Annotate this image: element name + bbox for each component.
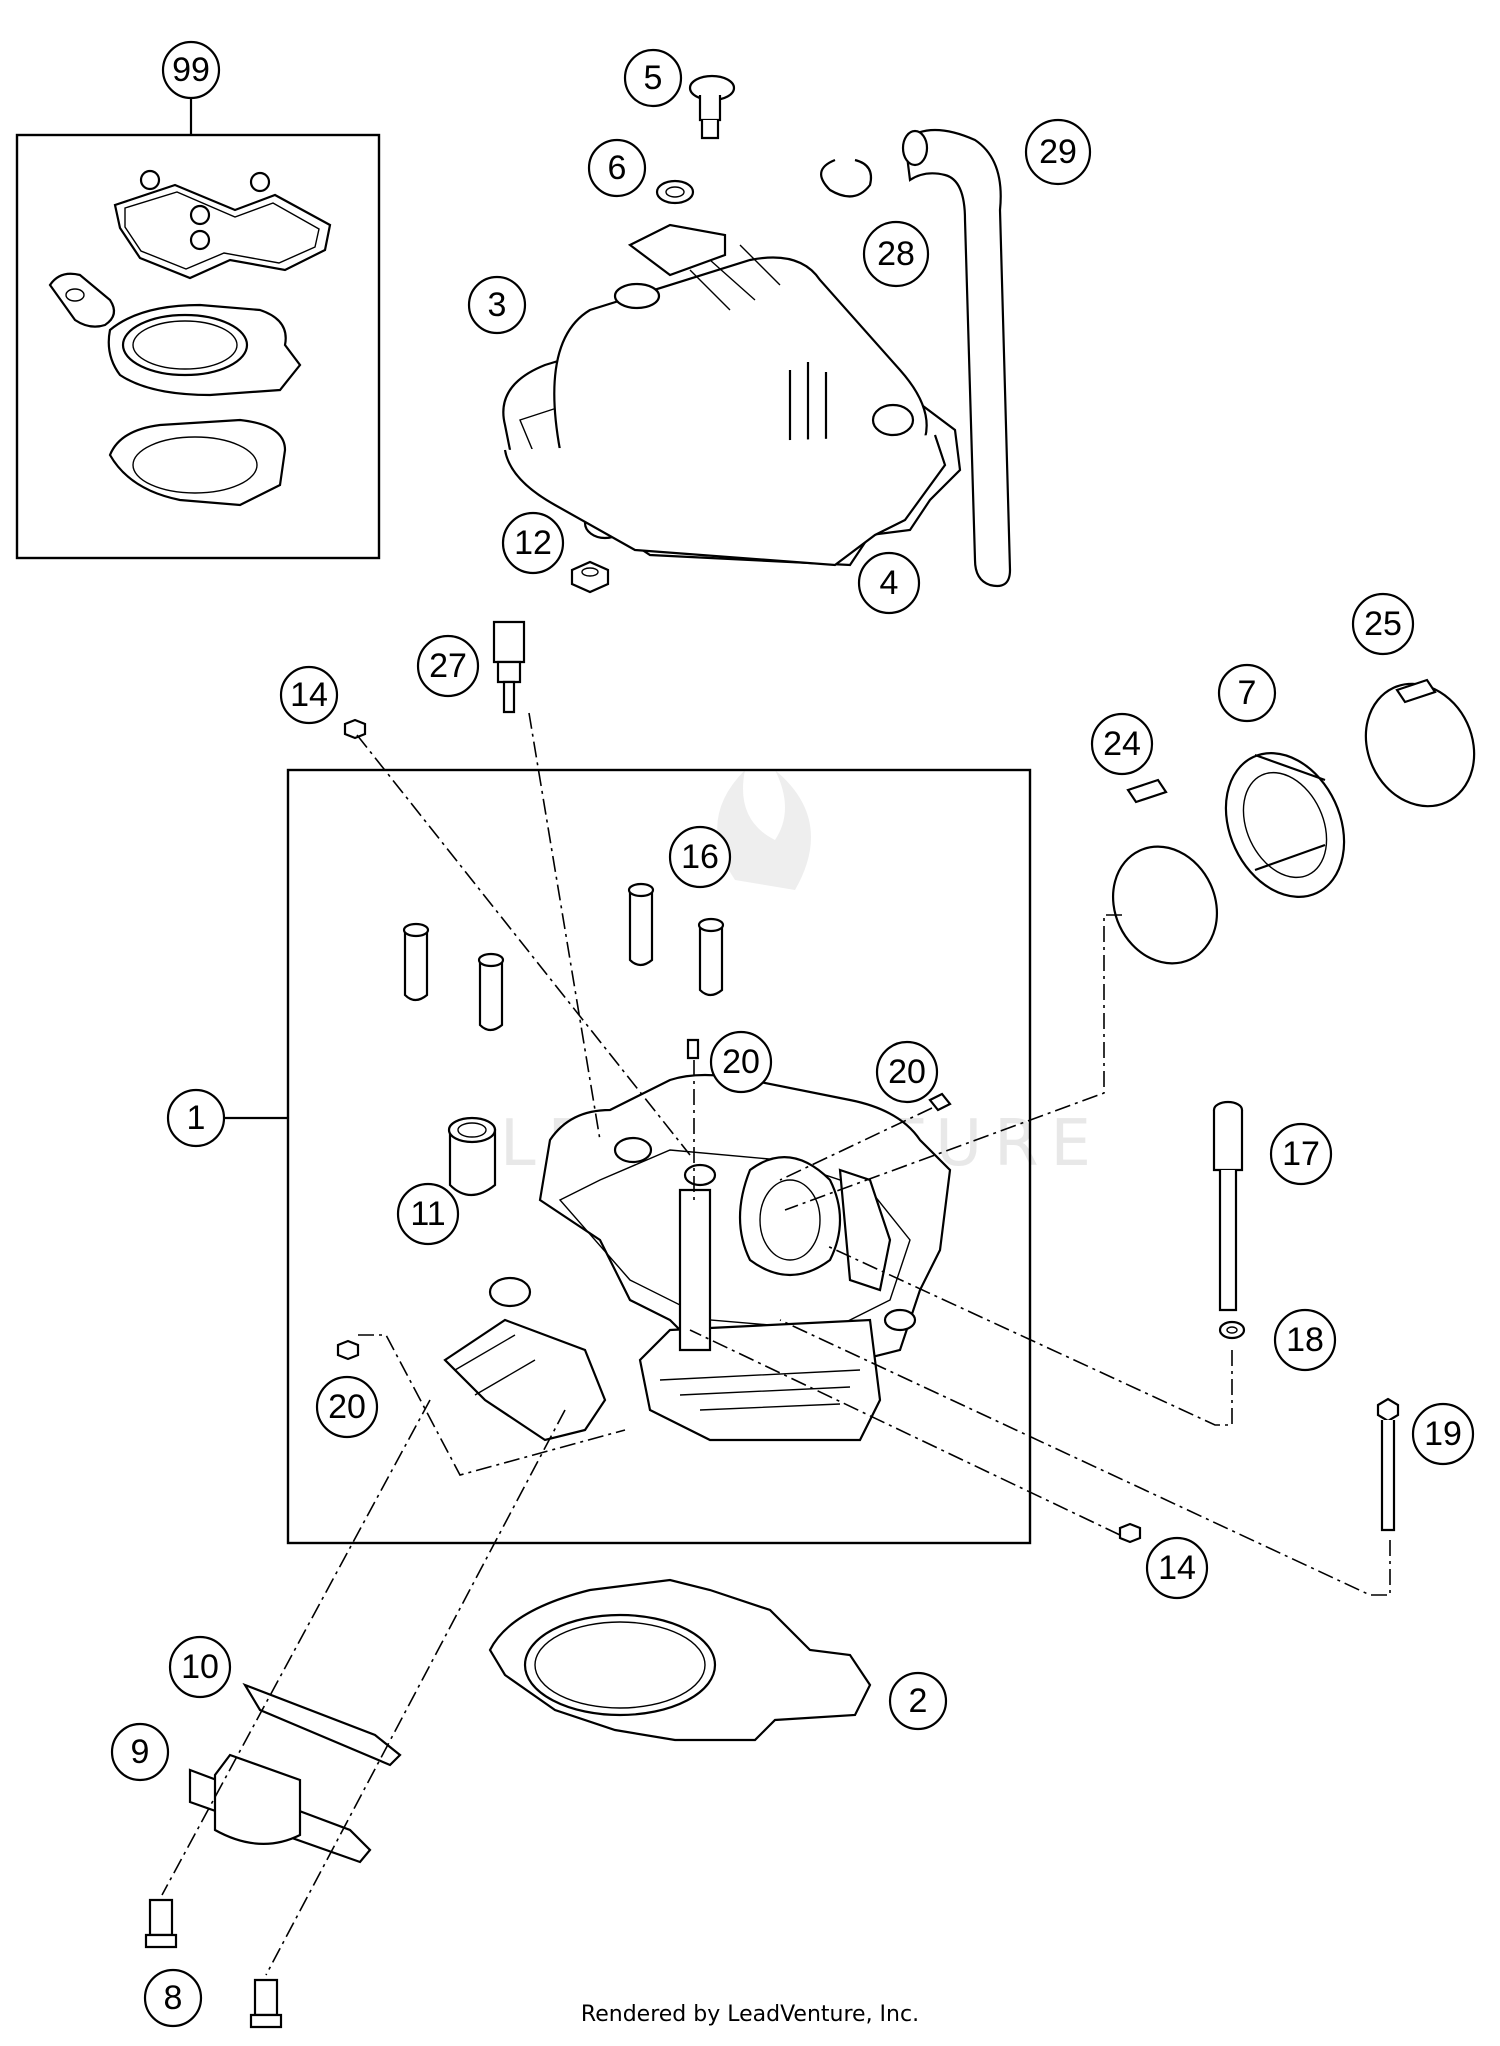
leader-lines — [161, 712, 1391, 1976]
screw-drawing — [655, 74, 736, 205]
callout-20[interactable]: 20 — [315, 1375, 379, 1439]
head-gasket-drawing — [488, 1578, 872, 1742]
svg-text:19: 19 — [1424, 1415, 1462, 1453]
callout-16[interactable]: 16 — [668, 825, 732, 889]
breather-hose-drawing — [820, 129, 1012, 588]
svg-text:6: 6 — [608, 149, 627, 187]
svg-text:7: 7 — [1238, 674, 1257, 712]
svg-text:24: 24 — [1103, 725, 1141, 763]
nut-drawing — [570, 560, 610, 594]
callout-28[interactable]: 28 — [862, 220, 930, 288]
svg-text:18: 18 — [1286, 1321, 1324, 1359]
temperature-sensor-drawing — [492, 620, 526, 714]
callout-17[interactable]: 17 — [1269, 1122, 1333, 1186]
svg-text:5: 5 — [644, 59, 663, 97]
svg-text:20: 20 — [722, 1043, 760, 1081]
callout-11[interactable]: 11 — [396, 1182, 460, 1246]
svg-text:10: 10 — [181, 1648, 219, 1686]
svg-text:27: 27 — [429, 647, 467, 685]
footer-credit: Rendered by LeadVenture, Inc. — [580, 2002, 920, 2027]
callout-29[interactable]: 29 — [1024, 118, 1092, 186]
gasket-kit-drawing — [48, 169, 332, 507]
gasket-kit-box — [15, 133, 381, 560]
plugs-drawing — [336, 718, 1142, 1544]
cylinder-head-box — [286, 768, 1032, 1545]
callout-19[interactable]: 19 — [1411, 1402, 1475, 1466]
callout-1[interactable]: 1 — [166, 1088, 226, 1148]
svg-text:9: 9 — [131, 1733, 150, 1771]
callout-99[interactable]: 99 — [161, 40, 221, 100]
callout-14[interactable]: 14 — [279, 665, 339, 725]
intake-clamps-drawing — [1111, 678, 1476, 965]
callout-7[interactable]: 7 — [1217, 663, 1277, 723]
callout-9[interactable]: 9 — [110, 1722, 170, 1782]
svg-text:25: 25 — [1364, 605, 1402, 643]
callout-10[interactable]: 10 — [168, 1635, 232, 1699]
svg-text:14: 14 — [1158, 1549, 1196, 1587]
svg-text:16: 16 — [681, 838, 719, 876]
svg-text:4: 4 — [880, 564, 899, 602]
callout-12[interactable]: 12 — [501, 511, 565, 575]
svg-text:29: 29 — [1039, 133, 1077, 171]
svg-text:11: 11 — [410, 1195, 445, 1233]
svg-text:3: 3 — [488, 286, 507, 324]
svg-text:14: 14 — [290, 676, 328, 714]
svg-text:20: 20 — [328, 1388, 366, 1426]
bushing-drawing — [447, 1116, 497, 1197]
svg-text:1: 1 — [187, 1099, 206, 1137]
cylinder-head-drawing — [443, 1073, 952, 1442]
svg-text:8: 8 — [164, 1979, 183, 2017]
callout-27[interactable]: 27 — [416, 634, 480, 698]
svg-text:2: 2 — [909, 1682, 928, 1720]
callout-8[interactable]: 8 — [143, 1968, 203, 2028]
svg-text:20: 20 — [888, 1053, 926, 1091]
callout-5[interactable]: 5 — [623, 48, 683, 108]
valve-cover-drawing — [502, 223, 962, 567]
callout-6[interactable]: 6 — [587, 138, 647, 198]
callout-3[interactable]: 3 — [467, 275, 527, 335]
callout-25[interactable]: 25 — [1351, 592, 1415, 656]
callout-14[interactable]: 14 — [1145, 1536, 1209, 1600]
bolts-drawing — [1212, 1100, 1400, 1532]
callout-20[interactable]: 20 — [875, 1040, 939, 1104]
callout-20[interactable]: 20 — [709, 1030, 773, 1094]
callout-4[interactable]: 4 — [857, 551, 921, 615]
svg-text:99: 99 — [172, 51, 210, 89]
svg-text:28: 28 — [877, 235, 915, 273]
callout-24[interactable]: 24 — [1090, 712, 1154, 776]
intake-flange-drawing — [144, 1682, 402, 2029]
callout-18[interactable]: 18 — [1273, 1308, 1337, 1372]
valve-guides-drawing — [402, 882, 725, 1032]
svg-text:12: 12 — [514, 524, 552, 562]
svg-text:17: 17 — [1282, 1135, 1320, 1173]
callout-2[interactable]: 2 — [888, 1671, 948, 1731]
